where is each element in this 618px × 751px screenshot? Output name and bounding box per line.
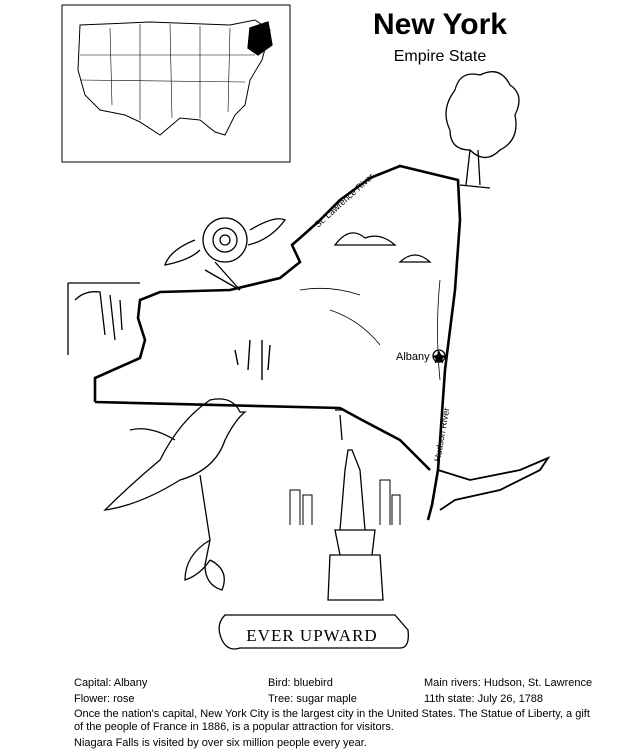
fact-statehood: 11th state: July 26, 1788 — [424, 693, 544, 705]
statue-of-liberty-icon — [327, 409, 384, 601]
niagara-falls-icon — [67, 282, 140, 355]
city-skyline-icon — [289, 479, 401, 525]
paragraph-nyc: Once the nation's capital, New York City… — [74, 708, 590, 733]
fact-bird: Bird: bluebird — [268, 677, 333, 689]
paragraph-niagara: Niagara Falls is visited by over six mil… — [74, 737, 367, 749]
hudson-label: Hudson River — [432, 407, 451, 462]
bluebird-icon — [103, 398, 247, 591]
maple-tree-icon — [445, 71, 520, 189]
motto-text: EVER UPWARD — [246, 626, 377, 645]
rose-icon — [164, 217, 286, 291]
albany-label: Albany — [396, 351, 430, 363]
fact-rivers: Main rivers: Hudson, St. Lawrence — [424, 677, 593, 689]
new-york-outline — [93, 164, 551, 521]
mountains-icon — [333, 232, 432, 263]
fact-capital: Capital: Albany — [74, 677, 148, 689]
page-subtitle: Empire State — [393, 48, 487, 65]
capital-star-icon — [432, 349, 446, 364]
st-lawrence-label: St. Lawrence River — [313, 171, 376, 229]
fact-tree: Tree: sugar maple — [268, 693, 357, 705]
finger-lakes — [234, 339, 271, 380]
new-york-highlight — [247, 21, 273, 56]
rivers — [299, 279, 441, 381]
page-title: New York — [373, 8, 507, 41]
motto-banner: EVER UPWARD — [218, 614, 409, 650]
fact-flower: Flower: rose — [74, 693, 135, 705]
us-locator-map — [61, 4, 291, 163]
